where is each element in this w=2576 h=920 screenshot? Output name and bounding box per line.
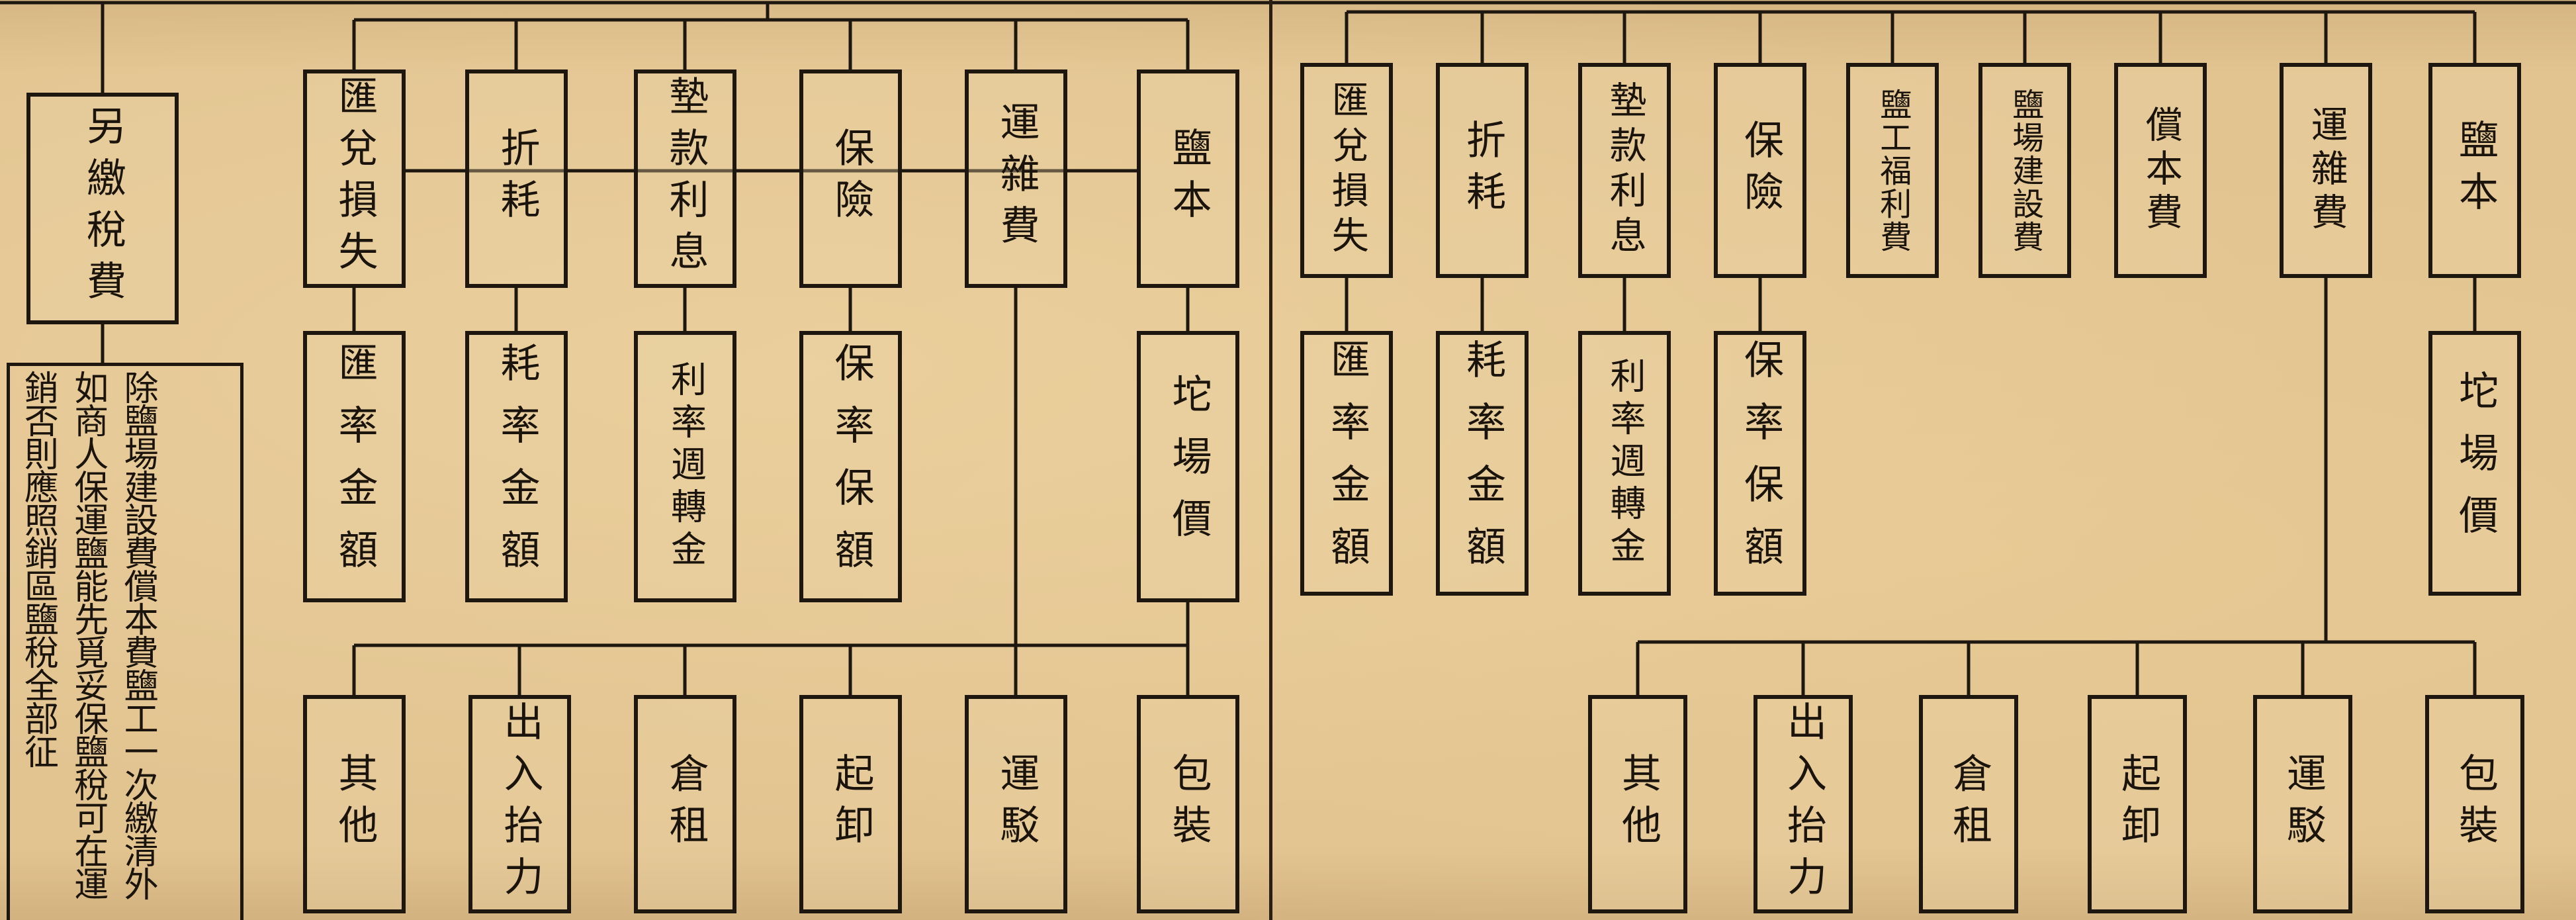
left-bottom-box-2: 出入抬力 bbox=[468, 695, 571, 913]
left-bottom-box-6: 包裝 bbox=[1137, 695, 1239, 913]
side-box-label: 另繳稅費 bbox=[79, 105, 126, 312]
right-bottom-box-3: 倉租 bbox=[1919, 695, 2018, 913]
left-top-box-4: 保險 bbox=[799, 69, 902, 288]
box-label: 包裝 bbox=[1165, 753, 1212, 856]
box-label: 其他 bbox=[332, 753, 378, 856]
box-label: 鹽本 bbox=[1165, 127, 1212, 230]
right-top-box-9: 鹽本 bbox=[2428, 63, 2521, 278]
box-label: 鹽本 bbox=[2452, 118, 2499, 222]
left-bottom-box-5: 運駁 bbox=[965, 695, 1067, 913]
box-label: 出入抬力 bbox=[1780, 701, 1827, 907]
left-top-box-5: 運雜費 bbox=[965, 69, 1067, 288]
right-top-box-5: 鹽工福利費 bbox=[1846, 63, 1939, 278]
box-label: 匯兌損失 bbox=[332, 75, 378, 282]
right-second-box-1: 匯率金額 bbox=[1300, 331, 1393, 596]
box-label: 匯兌損失 bbox=[1325, 80, 1369, 261]
box-label: 運雜費 bbox=[2305, 105, 2348, 236]
box-label: 包裝 bbox=[2452, 753, 2499, 856]
right-bottom-box-4: 起卸 bbox=[2088, 695, 2187, 913]
box-label: 保率保額 bbox=[828, 342, 874, 591]
box-label: 倉租 bbox=[1945, 753, 1992, 856]
right-second-box-5: 坨場價 bbox=[2428, 331, 2521, 596]
left-top-box-3: 墊款利息 bbox=[634, 69, 736, 288]
side-note-text: 除鹽場建設費償本費鹽工一次繳清外如商人保運鹽能先覓妥保鹽稅可在運銷否則應照銷區鹽… bbox=[18, 370, 158, 899]
box-label: 墊款利息 bbox=[662, 75, 709, 282]
left-second-box-4: 保率保額 bbox=[799, 331, 902, 602]
left-top-box-2: 折耗 bbox=[465, 69, 568, 288]
left-second-box-2: 耗率金額 bbox=[465, 331, 568, 602]
side-box-extra-tax: 另繳稅費 bbox=[26, 93, 179, 324]
box-label: 匯率金額 bbox=[332, 342, 378, 591]
box-label: 鹽工福利費 bbox=[1874, 87, 1912, 253]
left-second-box-5: 坨場價 bbox=[1137, 331, 1239, 602]
box-label: 鹽場建設費 bbox=[2006, 87, 2044, 253]
box-label: 運駁 bbox=[2280, 753, 2327, 856]
left-second-box-3: 利率週轉金 bbox=[634, 331, 736, 602]
box-label: 起卸 bbox=[2114, 753, 2161, 856]
right-top-box-2: 折耗 bbox=[1436, 63, 1529, 278]
right-top-box-1: 匯兌損失 bbox=[1300, 63, 1393, 278]
box-label: 保險 bbox=[828, 127, 874, 230]
box-label: 其他 bbox=[1615, 753, 1662, 856]
right-top-box-4: 保險 bbox=[1714, 63, 1806, 278]
left-bottom-box-1: 其他 bbox=[303, 695, 406, 913]
right-top-box-7: 償本費 bbox=[2114, 63, 2207, 278]
box-label: 倉租 bbox=[662, 753, 709, 856]
box-label: 保險 bbox=[1737, 118, 1784, 222]
box-label: 利率週轉金 bbox=[1604, 357, 1646, 569]
box-label: 耗率金額 bbox=[1459, 339, 1506, 588]
page-fold-divider bbox=[1269, 0, 1272, 920]
box-label: 折耗 bbox=[494, 127, 540, 230]
box-label: 起卸 bbox=[828, 753, 874, 856]
box-label: 坨場價 bbox=[2452, 370, 2499, 557]
left-bottom-box-3: 倉租 bbox=[634, 695, 736, 913]
box-label: 利率週轉金 bbox=[664, 361, 707, 573]
right-second-box-2: 耗率金額 bbox=[1436, 331, 1529, 596]
right-top-box-6: 鹽場建設費 bbox=[1978, 63, 2071, 278]
left-top-box-6: 鹽本 bbox=[1137, 69, 1239, 288]
box-label: 墊款利息 bbox=[1603, 80, 1647, 261]
left-second-box-1: 匯率金額 bbox=[303, 331, 406, 602]
left-bottom-box-4: 起卸 bbox=[799, 695, 902, 913]
box-label: 折耗 bbox=[1459, 118, 1506, 222]
box-label: 償本費 bbox=[2139, 105, 2183, 236]
box-label: 耗率金額 bbox=[494, 342, 540, 591]
box-label: 坨場價 bbox=[1165, 373, 1212, 560]
right-bottom-box-5: 運駁 bbox=[2253, 695, 2352, 913]
box-label: 運雜費 bbox=[993, 101, 1040, 256]
right-top-box-3: 墊款利息 bbox=[1578, 63, 1671, 278]
box-label: 運駁 bbox=[993, 753, 1040, 856]
right-bottom-box-2: 出入抬力 bbox=[1754, 695, 1853, 913]
box-label: 匯率金額 bbox=[1323, 339, 1370, 588]
right-second-box-3: 利率週轉金 bbox=[1578, 331, 1671, 596]
box-label: 保率保額 bbox=[1737, 339, 1784, 588]
right-second-box-4: 保率保額 bbox=[1714, 331, 1806, 596]
left-top-box-1: 匯兌損失 bbox=[303, 69, 406, 288]
right-bottom-box-1: 其他 bbox=[1588, 695, 1687, 913]
right-top-box-8: 運雜費 bbox=[2280, 63, 2372, 278]
side-note: 除鹽場建設費償本費鹽工一次繳清外如商人保運鹽能先覓妥保鹽稅可在運銷否則應照銷區鹽… bbox=[7, 363, 244, 920]
right-bottom-box-6: 包裝 bbox=[2425, 695, 2524, 913]
box-label: 出入抬力 bbox=[497, 701, 543, 907]
